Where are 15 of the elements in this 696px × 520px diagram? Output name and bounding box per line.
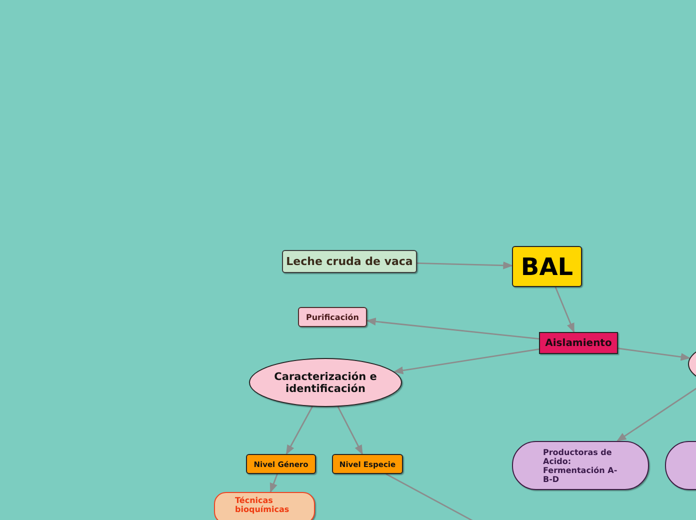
- process-box: Productoras de Acido: Fermentación A-B-D: [512, 441, 649, 490]
- central-topic-box: BAL: [512, 246, 582, 287]
- arrow: [618, 348, 691, 361]
- arrow: [270, 474, 278, 493]
- process-box: Leche cruda de vaca: [282, 250, 417, 273]
- arrow: [337, 406, 363, 455]
- topic-ellipse: Caracterización e identificación: [249, 358, 402, 407]
- arrow: [286, 406, 313, 455]
- process-box: Aislamiento: [539, 332, 618, 354]
- process-box: Técnicas bioquímicas: [214, 492, 315, 520]
- arrow: [393, 348, 540, 374]
- arrow: [366, 318, 540, 340]
- arrow: [554, 286, 575, 333]
- process-box: Purificación: [298, 307, 367, 327]
- arrow: [416, 261, 513, 270]
